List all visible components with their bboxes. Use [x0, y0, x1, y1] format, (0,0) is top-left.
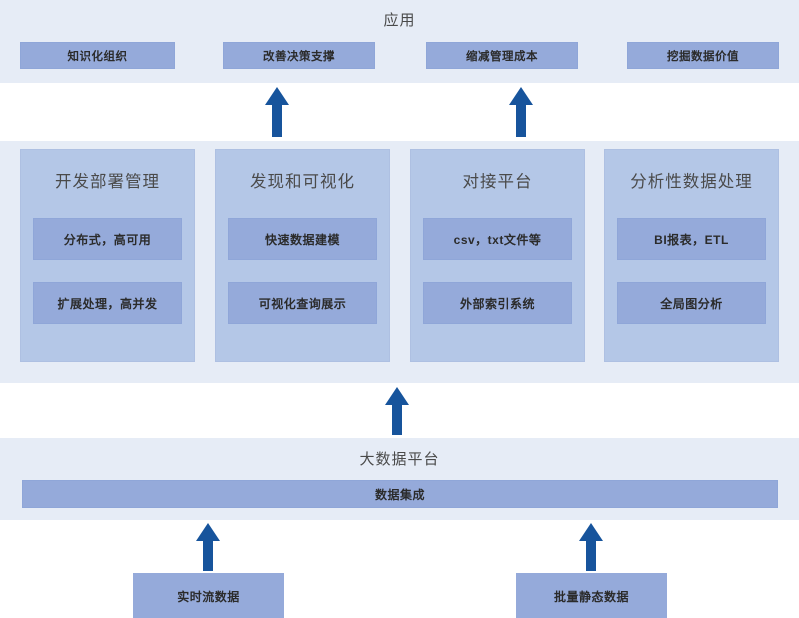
- capability-column-title: 分析性数据处理: [630, 173, 753, 191]
- app-chip-label: 缩减管理成本: [466, 50, 538, 63]
- platform-section-title: 大数据平台: [359, 451, 440, 468]
- app-chip-label: 挖掘数据价值: [667, 50, 739, 63]
- application-band-background: [0, 0, 799, 83]
- app-chip-data-value-mining[interactable]: 挖掘数据价值: [627, 42, 779, 69]
- capability-item-external-index-system[interactable]: 外部索引系统: [423, 282, 572, 324]
- capability-column-integration-platform[interactable]: 对接平台 csv，txt文件等 外部索引系统: [410, 149, 585, 362]
- app-chip-label: 知识化组织: [67, 50, 128, 63]
- arrow-platform-to-capabilities-up: [384, 386, 410, 436]
- capability-item-scalable-high-concurrency[interactable]: 扩展处理，高并发: [33, 282, 182, 324]
- app-chip-decision-support[interactable]: 改善决策支撑: [223, 42, 375, 69]
- source-box-label: 实时流数据: [177, 589, 240, 604]
- app-chip-knowledge-organization[interactable]: 知识化组织: [20, 42, 175, 69]
- capability-column-title: 发现和可视化: [250, 173, 355, 191]
- capability-column-discovery-visualization[interactable]: 发现和可视化 快速数据建模 可视化查询展示: [215, 149, 390, 362]
- capability-item-rapid-data-modeling[interactable]: 快速数据建模: [228, 218, 377, 260]
- application-section-title: 应用: [383, 12, 416, 29]
- data-integration-bar[interactable]: 数据集成: [22, 480, 778, 508]
- capability-item-distributed-high-availability[interactable]: 分布式，高可用: [33, 218, 182, 260]
- source-box-batch-static-data[interactable]: 批量静态数据: [516, 573, 667, 618]
- app-chip-label: 改善决策支撑: [263, 50, 335, 63]
- capability-column-title: 对接平台: [462, 173, 533, 191]
- capability-item-bi-report-etl[interactable]: BI报表，ETL: [617, 218, 766, 260]
- arrow-stream-source-up: [195, 522, 221, 572]
- source-box-label: 批量静态数据: [553, 589, 629, 604]
- arrow-decision-support-up: [264, 86, 290, 138]
- arrow-batch-source-up: [578, 522, 604, 572]
- source-box-realtime-stream-data[interactable]: 实时流数据: [133, 573, 284, 618]
- arrow-cost-reduction-up: [508, 86, 534, 138]
- capability-column-development-deployment[interactable]: 开发部署管理 分布式，高可用 扩展处理，高并发: [20, 149, 195, 362]
- app-chip-cost-reduction[interactable]: 缩减管理成本: [426, 42, 578, 69]
- capability-item-csv-txt-files[interactable]: csv，txt文件等: [423, 218, 572, 260]
- capability-column-title: 开发部署管理: [55, 173, 160, 191]
- capability-item-visual-query-display[interactable]: 可视化查询展示: [228, 282, 377, 324]
- capability-column-analytical-data-processing[interactable]: 分析性数据处理 BI报表，ETL 全局图分析: [604, 149, 779, 362]
- capability-item-global-graph-analysis[interactable]: 全局图分析: [617, 282, 766, 324]
